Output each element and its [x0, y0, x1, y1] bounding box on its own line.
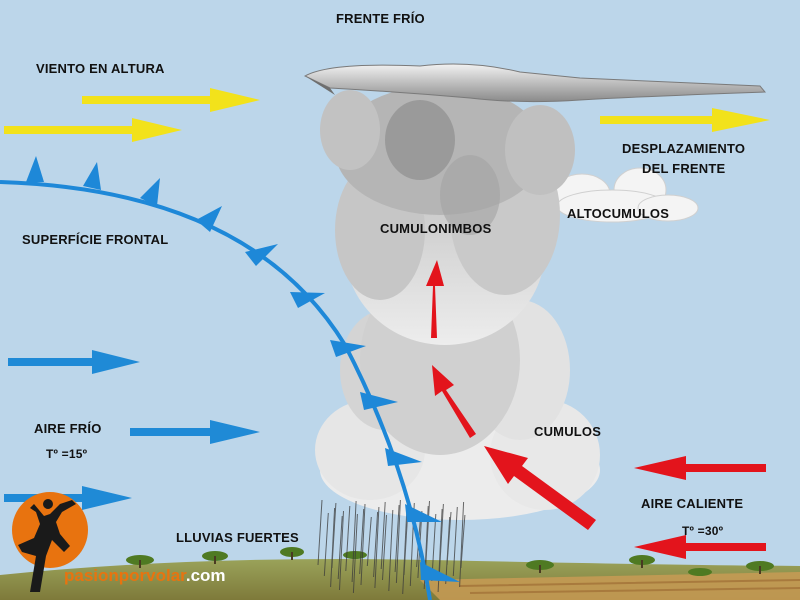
front-movement-label-line1: DESPLAZAMIENTO: [622, 141, 746, 156]
cold-air-label: AIRE FRÍO: [34, 421, 102, 436]
cumulonimbus-cloud: [315, 85, 600, 520]
altocumulus-label: ALTOCUMULOS: [567, 206, 670, 221]
cumulus-label: CUMULOS: [534, 424, 602, 439]
front-triangle-icons: [26, 156, 460, 582]
anvil-cloud-top: [303, 63, 767, 103]
watermark-name: pasionporvolar: [64, 566, 186, 585]
cumulonimbus-label: CUMULONIMBOS: [380, 221, 492, 236]
upper-wind-label: VIENTO EN ALTURA: [36, 61, 165, 76]
warm-air-arrows: [634, 456, 766, 559]
upper-wind-arrows: [4, 88, 770, 142]
altocumulus-cloud: [553, 167, 699, 223]
cold-air-temperature: Tº =15º: [46, 447, 88, 461]
ground: [0, 559, 800, 600]
warm-air-label: AIRE CALIENTE: [641, 496, 744, 511]
heavy-rain-label: LLUVIAS FUERTES: [176, 530, 299, 545]
rising-warm-air-arrows: [426, 260, 596, 530]
warm-air-temperature: Tº =30º: [682, 524, 724, 538]
diagram-title: FRENTE FRÍO: [336, 11, 425, 26]
watermark-brand: pasionporvolar.com: [64, 566, 226, 586]
skydiver-logo-icon: [12, 492, 88, 592]
watermark-domain: .com: [185, 566, 226, 585]
front-movement-label-line2: DEL FRENTE: [642, 161, 726, 176]
frontal-surface-label: SUPERFÍCIE FRONTAL: [22, 232, 169, 247]
